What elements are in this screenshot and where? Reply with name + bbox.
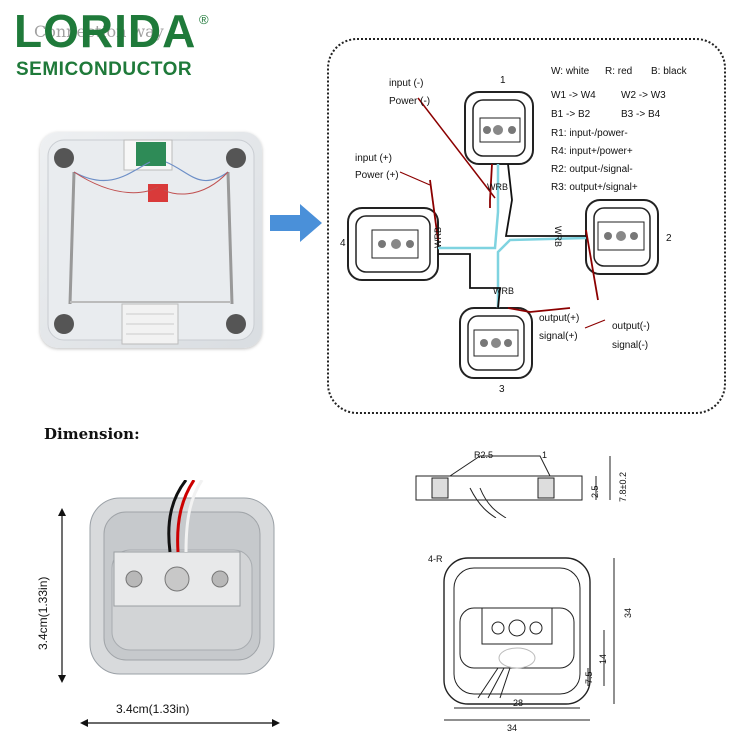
thickness-one-annotation: 1 [542,450,548,460]
load-cell-3-shape [459,307,533,379]
scale-illustration [47,139,255,345]
scale-photo [40,132,262,348]
role-r3: R3: output+/signal+ [551,182,638,193]
dimension-title: Dimension: [44,425,140,443]
side-view-drawing [415,455,611,518]
total-height-annotation: 7.8±0.2 [618,472,628,502]
height-dimension-arrow [58,508,66,683]
wire-tag-cell-2: WRB [553,226,563,247]
thickness-annotation: 2.5 [590,485,600,498]
mapping-w1-w4: W1 -> W4 [551,90,596,101]
black-wire-1-2 [504,163,586,237]
label-signal-plus: signal(+) [539,331,578,342]
load-cell-2-shape [585,199,659,275]
role-r2: R2: output-/signal- [551,164,633,175]
width-dimension-arrow [80,719,280,727]
height-dimension-label: 3.4cm(1.33in) [36,576,50,650]
load-cell-4-shape [347,207,439,281]
cell-number-4: 4 [340,238,346,249]
wire-tag-cell-4: WRB [433,227,443,248]
wire-tag-cell-3: WRB [493,286,514,296]
dim-7-5-annotation: 7.5 [584,671,594,684]
width-34-annotation: 34 [507,723,518,733]
label-input-minus: input (-) [389,78,424,89]
top-view-drawing [443,557,615,721]
legend-black: B: black [651,66,687,77]
cell-number-2: 2 [666,233,672,244]
width-dimension-label: 3.4cm(1.33in) [116,702,190,716]
connection-diagram-frame [327,38,726,414]
cell-number-1: 1 [500,75,506,86]
height-34-annotation: 34 [623,607,633,618]
cell-number-3: 3 [499,384,505,395]
label-output-minus: output(-) [612,321,650,332]
mapping-w2-w3: W2 -> W3 [621,90,666,101]
role-r4: R4: input+/power+ [551,146,633,157]
arrow-right-icon [270,204,322,242]
mapping-b3-b4: B3 -> B4 [621,109,661,120]
dim-28-annotation: 28 [513,698,524,708]
radius-annotation: R2.5 [474,450,494,460]
background-watermark-text: Connection way [34,22,164,41]
mapping-b1-b2: B1 -> B2 [551,109,591,120]
label-power-plus: Power (+) [355,170,399,181]
wire-tag-cell-1: WRB [487,182,508,192]
label-output-plus: output(+) [539,313,580,324]
legend-white: W: white [551,66,590,77]
label-input-plus: input (+) [355,153,392,164]
brand-subtitle: SEMICONDUCTOR [16,59,193,80]
legend-red: R: red [605,66,633,77]
dim-14-annotation: 14 [598,653,608,664]
black-wire-4-3 [438,253,501,309]
white-wire-1-4 [438,164,500,250]
load-cell-1-shape [464,91,534,165]
corner-radius-annotation: 4-R [428,554,443,564]
load-cell-photo [89,480,275,675]
wiring-diagram [347,91,659,379]
label-power-minus: Power (-) [389,96,431,107]
brand-logo: LORIDA [14,5,197,57]
white-wire-2-3 [496,236,587,308]
registered-mark: ® [199,12,209,27]
role-r1: R1: input-/power- [551,128,628,139]
label-signal-minus: signal(-) [612,340,649,351]
